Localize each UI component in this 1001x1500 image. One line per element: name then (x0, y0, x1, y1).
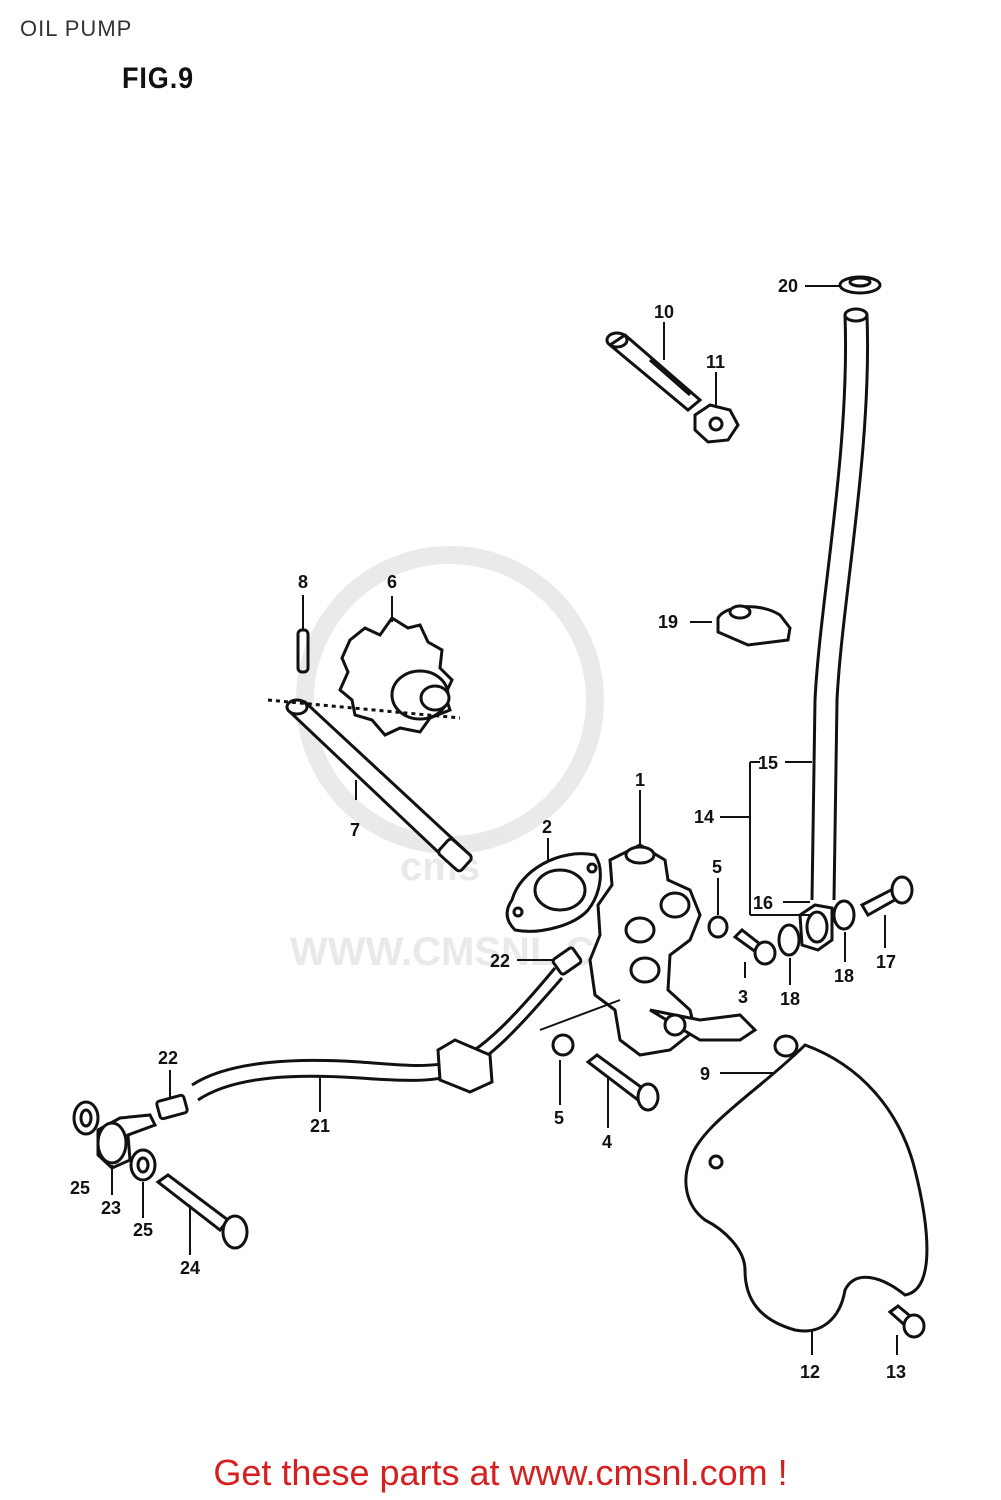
part-16-banjo-union (798, 903, 834, 952)
callout-9: 9 (700, 1064, 710, 1084)
callout-labels: 20 10 11 8 6 19 15 14 1 2 7 5 16 17 18 3… (70, 276, 906, 1382)
callout-1: 1 (635, 770, 645, 790)
part-19-clamp (716, 604, 792, 647)
callout-22-lower: 22 (158, 1048, 178, 1068)
part-15-oil-hose (810, 307, 870, 901)
part-22-joint-lower (155, 1093, 189, 1121)
footer-cta-link[interactable]: Get these parts at www.cmsnl.com ! (213, 1452, 788, 1493)
callout-5-upper: 5 (712, 857, 722, 877)
callout-4: 4 (602, 1132, 612, 1152)
callout-17: 17 (876, 952, 896, 972)
part-17-bolt (859, 875, 914, 918)
callout-7: 7 (350, 820, 360, 840)
callout-22-upper: 22 (490, 951, 510, 971)
part-5-washer-upper (707, 915, 729, 939)
part-11-nut (693, 403, 740, 444)
page-title: OIL PUMP (20, 16, 133, 41)
callout-18-right: 18 (834, 966, 854, 986)
part-2-gasket (505, 852, 602, 933)
part-21-grommet (436, 1038, 494, 1094)
callout-20: 20 (778, 276, 798, 296)
part-23-union (96, 1113, 158, 1170)
callout-13: 13 (886, 1362, 906, 1382)
part-12-pump-cover (684, 1043, 929, 1333)
part-21-hose (191, 967, 564, 1102)
callout-18-left: 18 (780, 989, 800, 1009)
part-25-washer-left (72, 1100, 100, 1136)
part-9-grommet (773, 1034, 799, 1058)
callout-8: 8 (298, 572, 308, 592)
part-4-screw (585, 1053, 660, 1112)
part-18-washer-left (777, 923, 801, 957)
part-18-washer-right (832, 899, 856, 931)
part-25-washer-right (129, 1148, 157, 1182)
part-22-joint-upper (551, 946, 583, 976)
part-20-clip (838, 275, 882, 295)
leader-lines (111, 285, 898, 1355)
callout-25-left: 25 (70, 1178, 90, 1198)
part-13-screw (887, 1304, 926, 1339)
callout-6: 6 (387, 572, 397, 592)
callout-23: 23 (101, 1198, 121, 1218)
part-1-oil-pump (588, 843, 758, 1057)
part-7-shaft (267, 698, 473, 873)
callout-5-lower: 5 (554, 1108, 564, 1128)
callout-14: 14 (694, 807, 714, 827)
callout-25-right: 25 (133, 1220, 153, 1240)
part-24-union-bolt (155, 1173, 249, 1250)
callout-11: 11 (706, 352, 725, 372)
callout-12: 12 (800, 1362, 820, 1382)
callout-19: 19 (658, 612, 678, 632)
callout-3: 3 (738, 987, 748, 1007)
part-10-adjust-bolt (605, 331, 703, 412)
callout-2: 2 (542, 817, 552, 837)
callout-24: 24 (180, 1258, 200, 1278)
part-5-washer-lower (551, 1033, 575, 1057)
callout-21: 21 (310, 1116, 330, 1136)
part-3-screw (732, 928, 777, 966)
figure-label: FIG.9 (122, 62, 195, 95)
callout-10: 10 (654, 302, 674, 322)
part-6-drive-gear (338, 615, 454, 737)
callout-15: 15 (758, 753, 778, 773)
callout-16: 16 (753, 893, 773, 913)
